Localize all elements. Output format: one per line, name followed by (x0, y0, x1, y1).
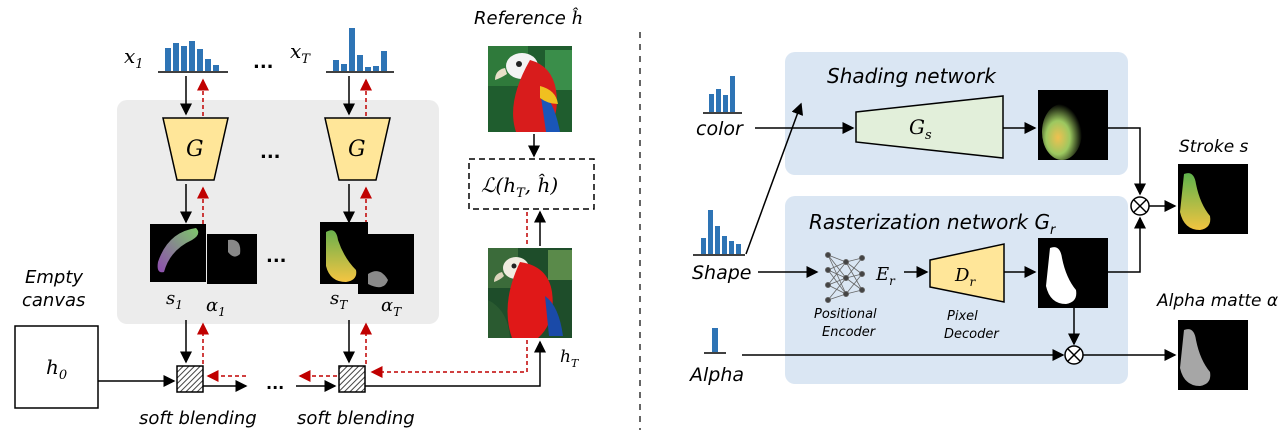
stroke-output-image (1178, 164, 1248, 234)
shading-network-label: Shading network (827, 64, 997, 88)
pixel-decoder (929, 243, 1005, 303)
h0-label: h0 (46, 355, 67, 383)
shading-output-image (1038, 90, 1108, 160)
stroke-thumbnail-1 (150, 224, 206, 282)
color-input-label: color (696, 118, 744, 140)
loss-box (468, 158, 595, 210)
encoder-caption-1: Positional (814, 307, 877, 322)
empty-canvas-box (14, 325, 99, 409)
input-label-x1: x1 (124, 44, 144, 72)
empty-canvas-label: Empty (25, 267, 83, 288)
input-label-xT: xT (290, 39, 311, 67)
output-painting-hT (488, 248, 572, 338)
shape-input-label: Shape (692, 262, 752, 284)
decoder-caption-2: Decoder (944, 327, 1000, 342)
shape-histogram (693, 210, 745, 256)
alpha-input-label: Alpha (688, 364, 744, 386)
encoder-caption-2: Encoder (822, 325, 877, 340)
alpha-matte-image (1178, 320, 1248, 390)
ellipsis-inputs: ... (253, 52, 274, 73)
stroke-output-label: Stroke s (1179, 137, 1249, 157)
hT-label: hT (560, 347, 580, 370)
decoder-caption-1: Pixel (947, 309, 978, 324)
generator-T-label: G (348, 137, 366, 162)
alpha-label-T: αT (381, 295, 402, 319)
alpha-output-label: Alpha matte α (1156, 291, 1278, 311)
soft-blending-box-1 (176, 365, 204, 393)
empty-canvas-label-2: canvas (22, 290, 85, 311)
ellipsis-blending: ... (266, 374, 284, 393)
multiply-node-alpha (1064, 345, 1084, 365)
color-histogram (703, 76, 742, 114)
soft-blending-box-T (338, 365, 366, 393)
input-histogram-x1 (158, 41, 228, 73)
generator-1-label: G (186, 137, 204, 162)
stroke-label-sT: sT (330, 288, 348, 312)
encoder-label: Er (875, 264, 896, 288)
shading-generator (855, 95, 1004, 159)
positional-encoder-network-icon (825, 251, 866, 303)
alpha-thumbnail-1 (207, 234, 257, 284)
multiply-node-stroke (1130, 196, 1150, 216)
ellipsis-generators: ... (260, 142, 281, 163)
soft-blending-label-1: soft blending (139, 408, 257, 429)
alpha-histogram (704, 328, 726, 354)
soft-blending-label-T: soft blending (297, 408, 415, 429)
ellipsis-strokes: ... (266, 246, 287, 267)
decoder-label: Dr (954, 265, 976, 289)
loss-label: ℒ(hT, ĥ) (481, 173, 558, 201)
generator-T (324, 117, 391, 181)
input-histogram-xT (326, 28, 394, 73)
stroke-label-s1: s1 (166, 288, 183, 312)
stroke-thumbnail-T (320, 222, 368, 284)
rasterization-mask-image (1038, 238, 1108, 308)
reference-parrot-image (488, 46, 572, 132)
reference-label: Reference ĥ (474, 6, 583, 29)
shading-generator-label: Gs (909, 115, 932, 143)
rasterization-network-label: Rasterization network Gr (809, 210, 1057, 238)
generator-1 (162, 117, 229, 181)
alpha-label-1: α1 (206, 295, 226, 319)
